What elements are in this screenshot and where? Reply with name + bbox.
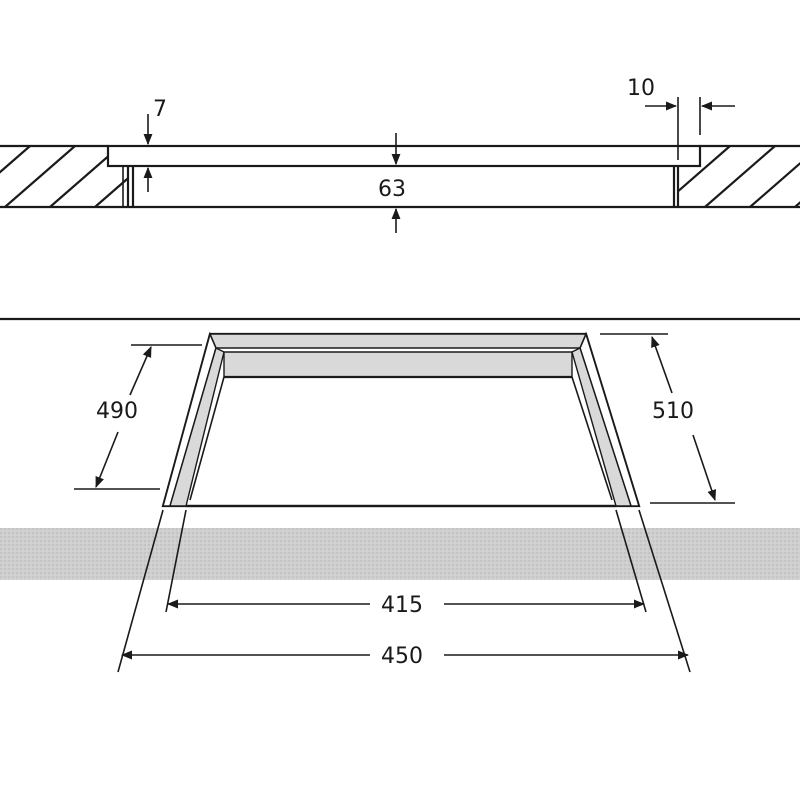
dimension-right-depth: 510 bbox=[600, 333, 735, 504]
label-63: 63 bbox=[378, 177, 406, 202]
label-10: 10 bbox=[627, 76, 655, 101]
right-worktop-section bbox=[676, 144, 800, 209]
worktop-front-band bbox=[0, 528, 800, 580]
dimension-top-thickness: 7 bbox=[143, 97, 167, 192]
label-415: 415 bbox=[381, 593, 423, 618]
section-view: 7 10 63 bbox=[0, 76, 800, 233]
dimension-left-depth: 490 bbox=[74, 344, 202, 490]
dimension-depth: 63 bbox=[378, 133, 406, 233]
label-7: 7 bbox=[153, 97, 167, 122]
hob-glass-top bbox=[106, 144, 702, 168]
cutout-frame bbox=[161, 331, 641, 508]
dimension-outer-width: 450 bbox=[120, 644, 690, 669]
dimension-inner-width: 415 bbox=[166, 593, 646, 618]
label-450: 450 bbox=[381, 644, 423, 669]
hob-body bbox=[128, 166, 678, 209]
label-490: 490 bbox=[96, 399, 138, 424]
dimension-edge-gap: 10 bbox=[627, 76, 735, 160]
width-extension-lines bbox=[117, 509, 691, 673]
label-510: 510 bbox=[652, 399, 694, 424]
plan-view: 490 510 415 450 bbox=[0, 317, 800, 673]
